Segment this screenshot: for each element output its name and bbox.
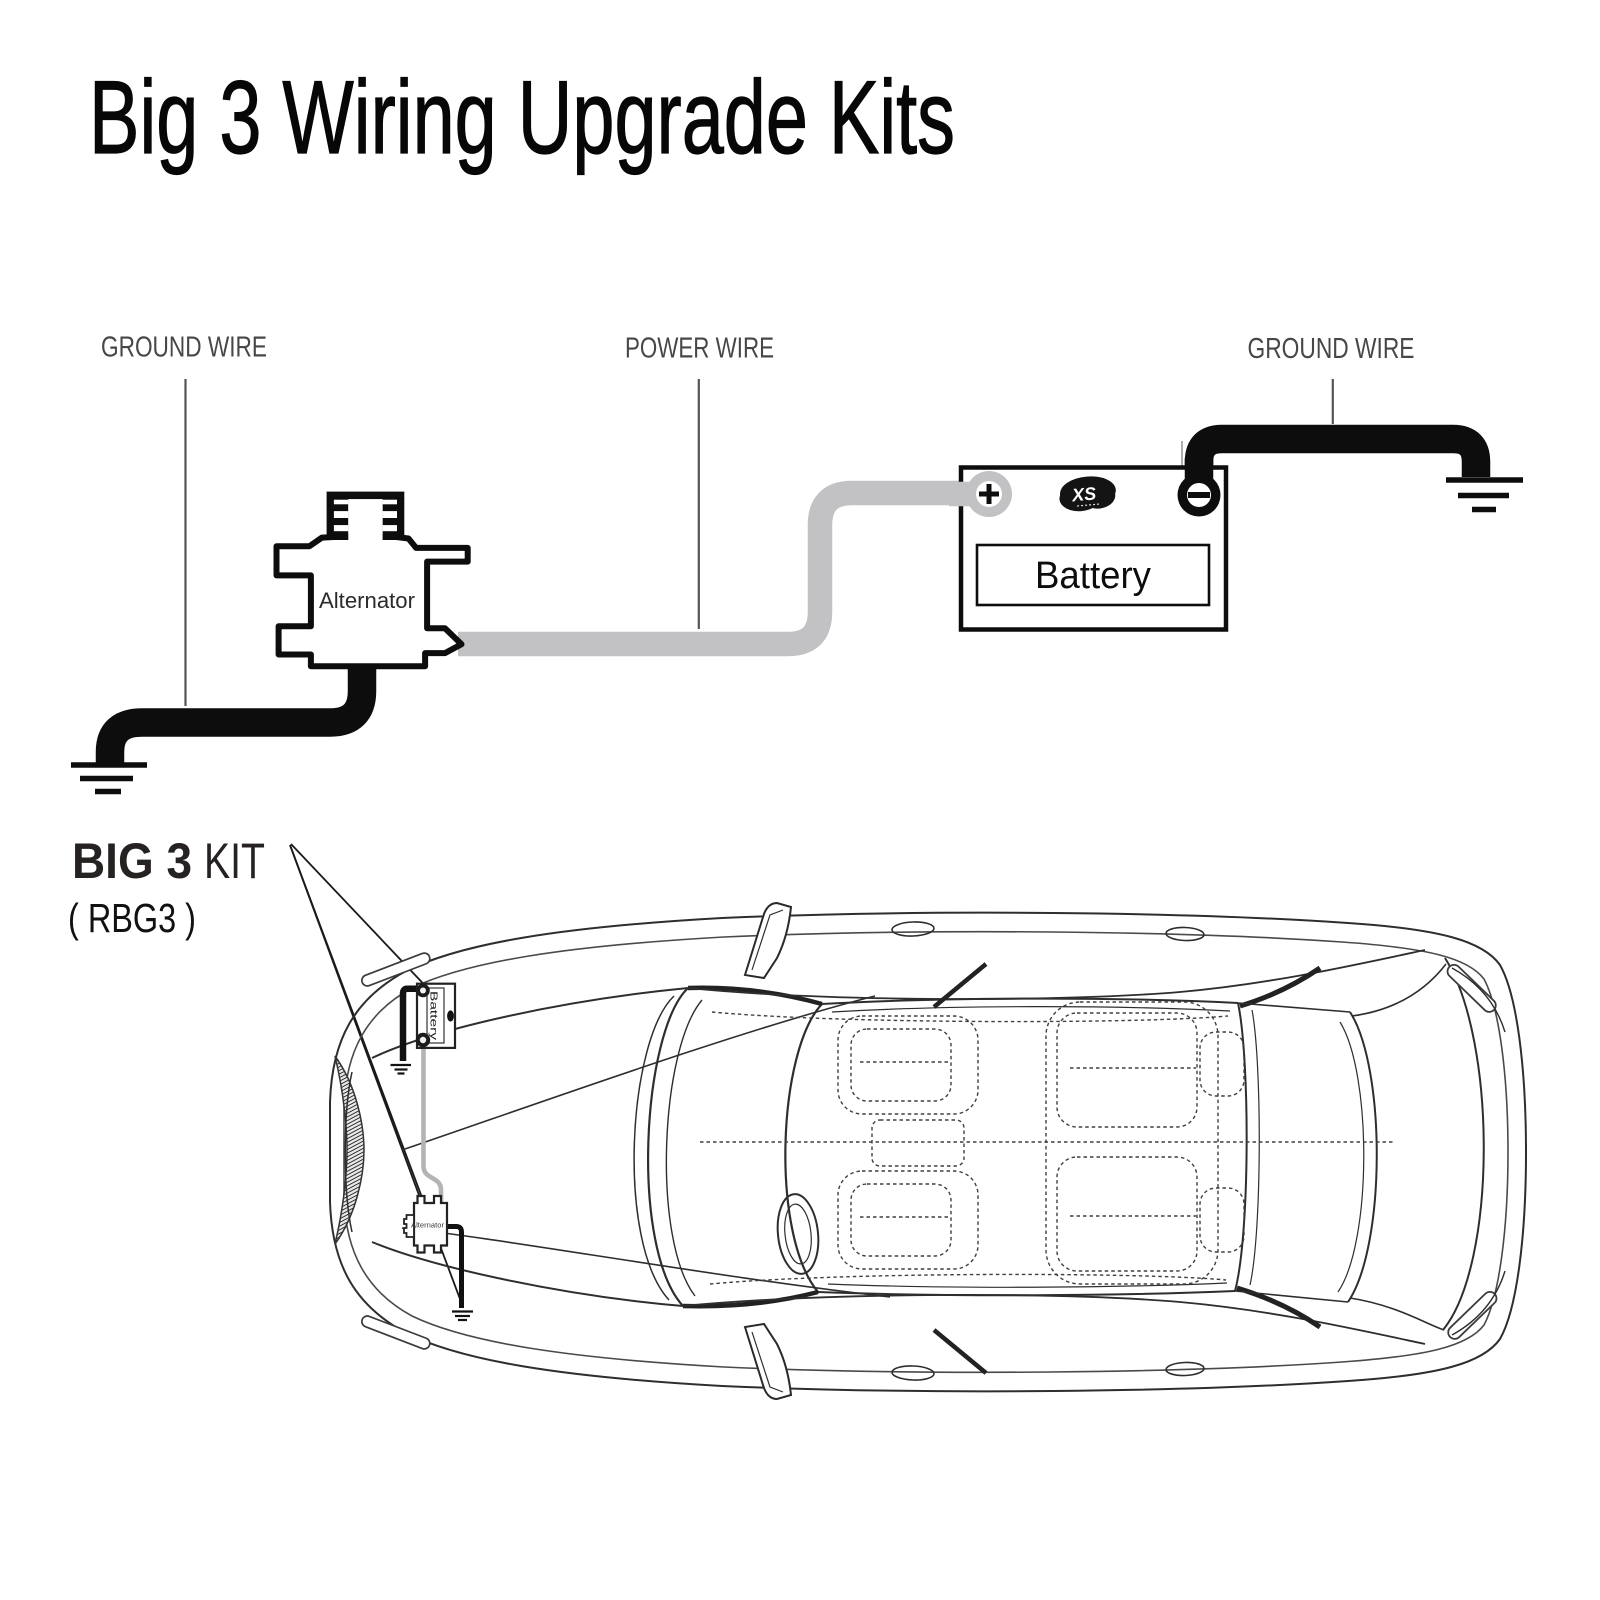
svg-text:POWER WIRE: POWER WIRE <box>625 333 774 365</box>
svg-text:GROUND WIRE: GROUND WIRE <box>101 332 267 364</box>
svg-text:GROUND WIRE: GROUND WIRE <box>1248 333 1415 365</box>
svg-text:Alternator: Alternator <box>319 588 415 613</box>
svg-text:BIG 3: BIG 3 <box>72 833 192 889</box>
svg-text:Big 3 Wiring Upgrade Kits: Big 3 Wiring Upgrade Kits <box>89 60 955 176</box>
svg-text:( RBG3 ): ( RBG3 ) <box>68 895 196 941</box>
svg-text:Battery: Battery <box>428 991 440 1041</box>
svg-text:Battery: Battery <box>1035 555 1151 597</box>
svg-text:KIT: KIT <box>204 833 265 889</box>
svg-text:Alternator: Alternator <box>411 1223 445 1230</box>
svg-text:XS: XS <box>1070 483 1097 505</box>
